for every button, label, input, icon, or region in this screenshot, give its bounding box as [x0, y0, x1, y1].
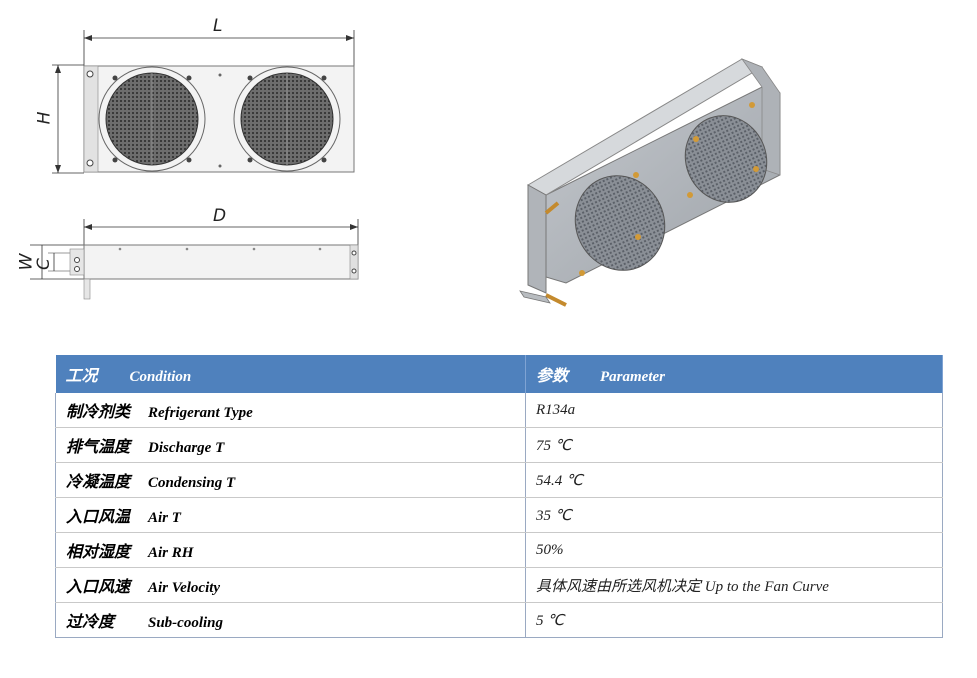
table-row: 入口风温 Air T 35 ℃: [55, 497, 943, 533]
condition-zh: 入口风温: [66, 507, 131, 526]
condition-zh: 相对湿度: [66, 542, 131, 561]
parameter-header-en: Parameter: [600, 369, 666, 385]
c-label: C: [33, 258, 54, 270]
parameter-cell: 75 ℃: [525, 427, 943, 463]
table-row: 入口风速 Air Velocity 具体风速由所选风机决定 Up to the F…: [55, 567, 943, 603]
parameter-cell: R134a: [525, 393, 943, 428]
parameter-cell: 具体风速由所选风机决定 Up to the Fan Curve: [525, 567, 943, 603]
condition-en: Refrigerant Type: [148, 405, 253, 421]
parameter-cell: 50%: [525, 532, 943, 568]
condition-cell: 过冷度 Sub-cooling: [55, 602, 526, 638]
condition-cell: 制冷剂类 Refrigerant Type: [55, 393, 526, 428]
parameter-cell: 54.4 ℃: [525, 462, 943, 498]
table-row: 制冷剂类 Refrigerant Type R134a: [55, 393, 943, 428]
condition-zh: 排气温度: [66, 437, 131, 456]
isometric-view-drawing: [519, 58, 781, 307]
table-row: 相对湿度 Air RH 50%: [55, 532, 943, 568]
table-row: 冷凝温度 Condensing T 54.4 ℃: [55, 462, 943, 498]
height-label: H: [34, 111, 55, 125]
condition-cell: 冷凝温度 Condensing T: [55, 462, 526, 498]
condition-header-en: Condition: [129, 369, 192, 385]
specification-table: 工况 Condition 参数 Parameter 制冷剂类 Refrigerant …: [55, 355, 943, 638]
condition-en: Sub-cooling: [148, 615, 224, 631]
condition-cell: 入口风温 Air T: [55, 497, 526, 533]
condition-en: Discharge T: [148, 440, 225, 456]
condition-en: Air T: [148, 510, 181, 526]
condition-en: Air Velocity: [148, 580, 221, 596]
parameter-header-zh: 参数: [536, 366, 569, 385]
table-header-row: 工况 Condition 参数 Parameter: [55, 355, 943, 393]
condition-zh: 冷凝温度: [66, 472, 131, 491]
condition-cell: 相对湿度 Air RH: [55, 532, 526, 568]
condition-zh: 入口风速: [66, 577, 131, 596]
condition-header-zh: 工况: [65, 366, 98, 385]
condition-en: Condensing T: [148, 475, 236, 491]
technical-drawings: L H D W C: [16, 16, 781, 307]
length-label: L: [213, 16, 223, 36]
parameter-cell: 35 ℃: [525, 497, 943, 533]
parameter-header: 参数 Parameter: [525, 355, 943, 393]
condition-cell: 排气温度 Discharge T: [55, 427, 526, 463]
condition-en: Air RH: [148, 545, 194, 561]
front-view-drawing: [52, 30, 355, 174]
depth-label: D: [213, 206, 227, 226]
condition-header: 工况 Condition: [55, 355, 526, 393]
condition-zh: 制冷剂类: [66, 402, 131, 421]
condition-zh: 过冷度: [66, 612, 115, 631]
table-row: 过冷度 Sub-cooling 5 ℃: [55, 602, 943, 638]
top-view-drawing: [30, 219, 359, 300]
parameter-cell: 5 ℃: [525, 602, 943, 638]
condition-cell: 入口风速 Air Velocity: [55, 567, 526, 603]
table-row: 排气温度 Discharge T 75 ℃: [55, 427, 943, 463]
